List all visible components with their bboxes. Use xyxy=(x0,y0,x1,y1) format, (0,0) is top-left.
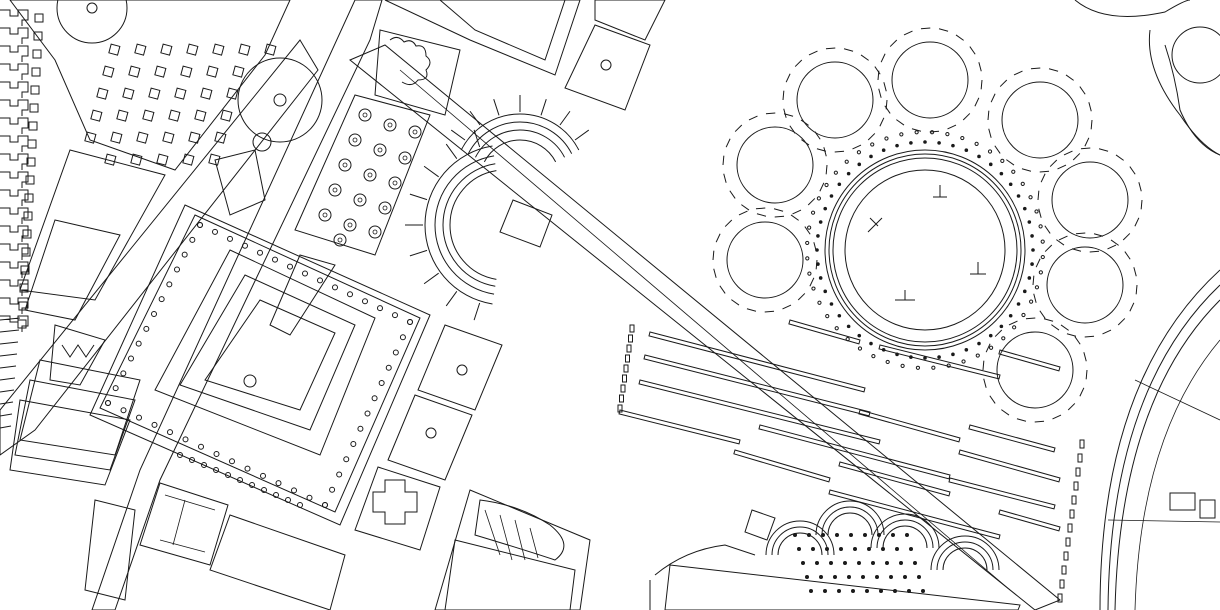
long-pavilions xyxy=(617,319,1085,603)
petal-complex xyxy=(712,27,1143,423)
south-arcades xyxy=(649,500,1021,610)
east-arc xyxy=(1099,269,1220,610)
south-parterres xyxy=(84,466,441,610)
labyrinth-garden xyxy=(89,204,431,526)
boulevard-west xyxy=(0,39,319,456)
north-block xyxy=(374,0,581,116)
rotunda xyxy=(214,57,323,216)
west-forest xyxy=(0,9,44,429)
south-kiosk xyxy=(744,509,776,541)
north-grove xyxy=(9,0,291,171)
south-building xyxy=(434,489,591,610)
fan-arena xyxy=(450,95,590,163)
boulevard-central xyxy=(91,0,383,610)
kiosk xyxy=(499,199,553,248)
tree-garden xyxy=(269,94,431,336)
northeast-ornament xyxy=(1074,0,1220,156)
avenue-diagonal xyxy=(349,44,1061,610)
amphitheater xyxy=(405,129,497,321)
plaza-squares xyxy=(387,324,503,481)
pavilion-squares xyxy=(564,0,666,111)
